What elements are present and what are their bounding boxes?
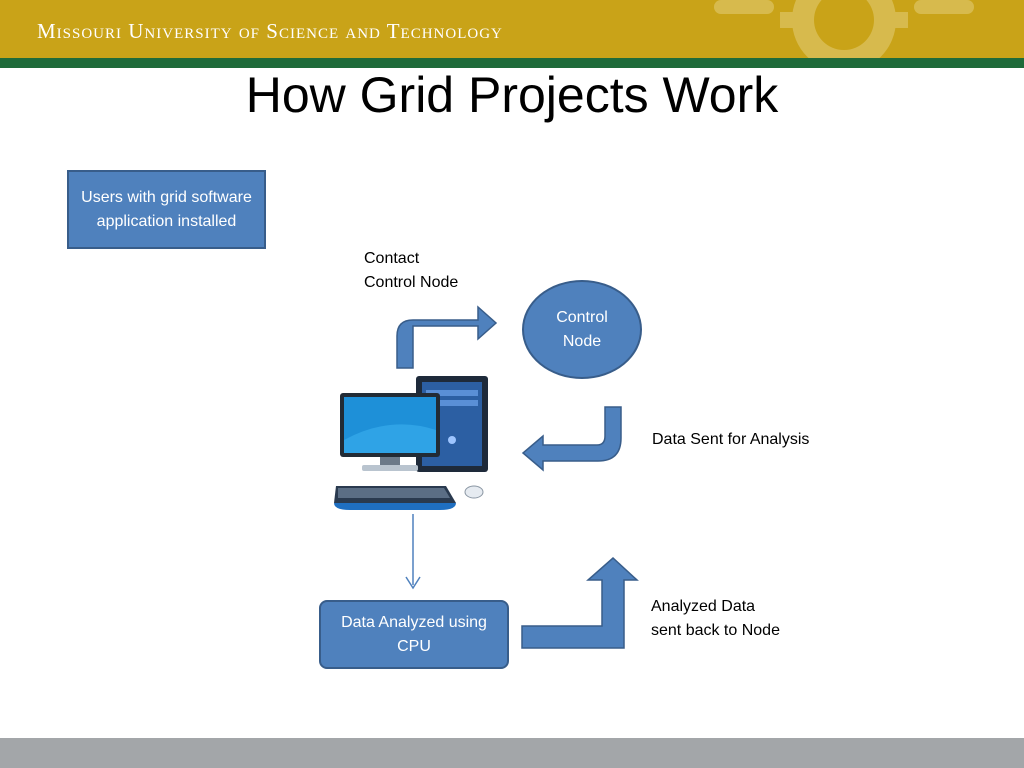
- analyzed-box-line2: CPU: [397, 637, 431, 655]
- footer-bar: [0, 738, 1024, 768]
- control-node-line1: Control: [556, 308, 608, 326]
- slide-title: How Grid Projects Work: [245, 67, 779, 123]
- header-stripe: [0, 58, 1024, 68]
- contact-arrow: [396, 305, 498, 369]
- data-analyzed-box: Data Analyzed using CPU: [319, 600, 509, 669]
- sent-back-label: Analyzed Data sent back to Node: [651, 595, 780, 643]
- down-arrow-head: [405, 576, 421, 590]
- desktop-computer-icon: [334, 376, 488, 510]
- contact-label-line1: Contact: [364, 250, 420, 267]
- control-node: Control Node: [522, 280, 642, 379]
- contact-label-line2: Control Node: [364, 274, 459, 291]
- sent-back-line1: Analyzed Data: [651, 598, 756, 615]
- data-sent-arrow: [521, 406, 622, 472]
- contact-control-node-label: Contact Control Node: [364, 247, 458, 295]
- sent-back-arrow: [521, 556, 639, 649]
- sent-back-line2: sent back to Node: [651, 622, 780, 639]
- gear-logo-icon: [714, 0, 974, 58]
- data-sent-label: Data Sent for Analysis: [652, 431, 810, 448]
- users-box: Users with grid software application ins…: [67, 170, 266, 249]
- users-box-text: Users with grid software application ins…: [81, 188, 252, 230]
- university-name: Missouri University of Science and Techn…: [37, 19, 503, 43]
- header-bar: Missouri University of Science and Techn…: [0, 0, 1024, 58]
- analyzed-box-line1: Data Analyzed using: [341, 613, 487, 631]
- control-node-line2: Node: [562, 332, 602, 350]
